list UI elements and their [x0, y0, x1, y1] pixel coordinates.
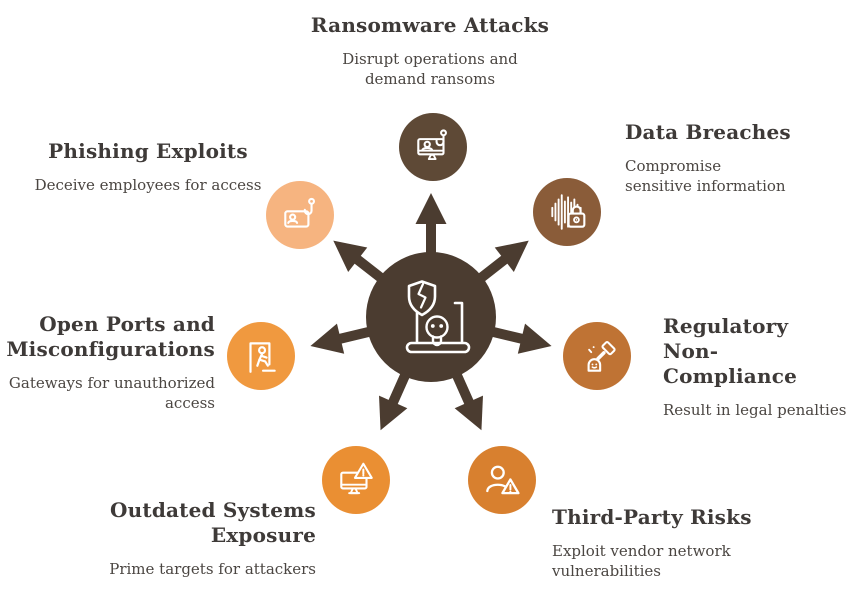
gavel-strike-icon	[587, 341, 616, 372]
node-ransomware	[399, 113, 467, 181]
node-subtitle: Gateways for unauthorized access	[8, 374, 215, 412]
node-title: Regulatory Non-Compliance	[663, 314, 798, 388]
card-phishing-hook-icon	[284, 197, 316, 228]
label-block-third-party: Third-Party Risks Exploit vendor network…	[552, 505, 782, 581]
node-subtitle: Exploit vendor network vulnerabilities	[552, 542, 731, 580]
label-block-phishing: Phishing Exploits Deceive employees for …	[26, 139, 270, 196]
node-third-party	[468, 446, 536, 514]
label-block-outdated: Outdated Systems Exposure Prime targets …	[86, 498, 316, 580]
node-outdated	[322, 446, 390, 514]
node-data-breaches	[533, 178, 601, 246]
label-block-ransomware: Ransomware Attacks Disrupt operations an…	[300, 13, 560, 89]
waveform-padlock-icon	[551, 194, 586, 230]
monitor-phishing-hook-icon	[417, 129, 447, 161]
node-title: Third-Party Risks	[552, 505, 752, 529]
node-subtitle: Compromise sensitive information	[625, 157, 786, 195]
node-regulatory	[563, 322, 631, 390]
node-title: Data Breaches	[625, 120, 791, 144]
door-runner-icon	[249, 342, 276, 373]
label-block-open-ports: Open Ports and Misconfigurations Gateway…	[0, 312, 215, 413]
node-subtitle: Disrupt operations and demand ransoms	[342, 50, 518, 88]
user-warning-icon	[486, 465, 520, 495]
node-subtitle: Result in legal penalties	[663, 401, 847, 419]
cracked-shield-laptop-skull-icon	[405, 280, 471, 354]
node-title: Outdated Systems Exposure	[110, 498, 316, 547]
monitor-warning-icon	[340, 462, 373, 495]
label-block-data-breaches: Data Breaches Compromise sensitive infor…	[625, 120, 805, 196]
node-subtitle: Prime targets for attackers	[109, 560, 316, 578]
node-title: Ransomware Attacks	[310, 13, 550, 37]
node-title: Phishing Exploits	[48, 139, 248, 163]
label-block-regulatory: Regulatory Non-Compliance Result in lega…	[663, 314, 849, 421]
node-phishing	[266, 181, 334, 249]
node-open-ports	[227, 322, 295, 390]
node-title: Open Ports and Misconfigurations	[6, 312, 215, 361]
node-subtitle: Deceive employees for access	[34, 176, 262, 194]
